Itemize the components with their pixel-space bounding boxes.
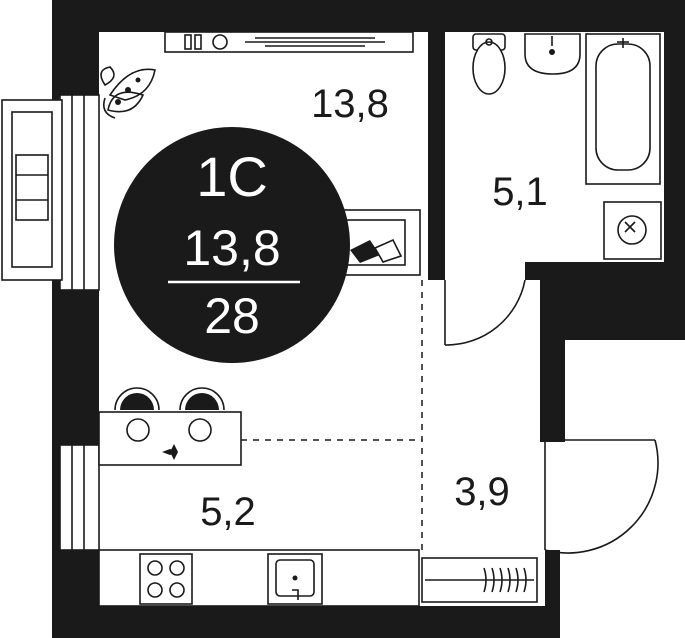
living-room-area: 13,8 (311, 82, 389, 126)
bathroom-area: 5,1 (492, 170, 548, 214)
washbasin-icon (524, 33, 581, 75)
walls (52, 0, 685, 638)
radiator-icon (421, 557, 538, 603)
window-sill-left (1, 99, 63, 281)
stove-icon (139, 553, 193, 605)
doors (444, 279, 659, 554)
badge-total-area: 28 (204, 288, 260, 344)
dining-table-icon (98, 387, 242, 466)
badge-living-area: 13,8 (183, 220, 280, 276)
washing-machine-icon (603, 201, 662, 260)
zone-separators (241, 280, 423, 550)
sink-icon (267, 553, 323, 605)
badge-type-code: 1С (196, 145, 268, 208)
tv-stand-icon (164, 31, 414, 53)
right-wall-upper (664, 0, 685, 340)
hallway-area: 3,9 (454, 470, 510, 514)
toilet-icon (472, 33, 506, 95)
badge-circle (114, 127, 350, 363)
kitchen-area: 5,2 (200, 490, 256, 534)
room-labels: 13,8 5,1 5,2 3,9 (200, 82, 548, 534)
window-left-lower (59, 444, 100, 551)
window-left-upper (59, 94, 100, 291)
bathtub-icon (585, 33, 661, 185)
top-wall (52, 0, 685, 32)
entry-wall-top (540, 262, 685, 340)
bottom-wall (52, 606, 545, 638)
bath-door-jamb (428, 262, 445, 280)
plant-icon (100, 66, 156, 119)
apartment-badge: 1С 13,8 28 (114, 127, 350, 363)
bath-partition (428, 32, 445, 270)
windows (1, 94, 100, 551)
